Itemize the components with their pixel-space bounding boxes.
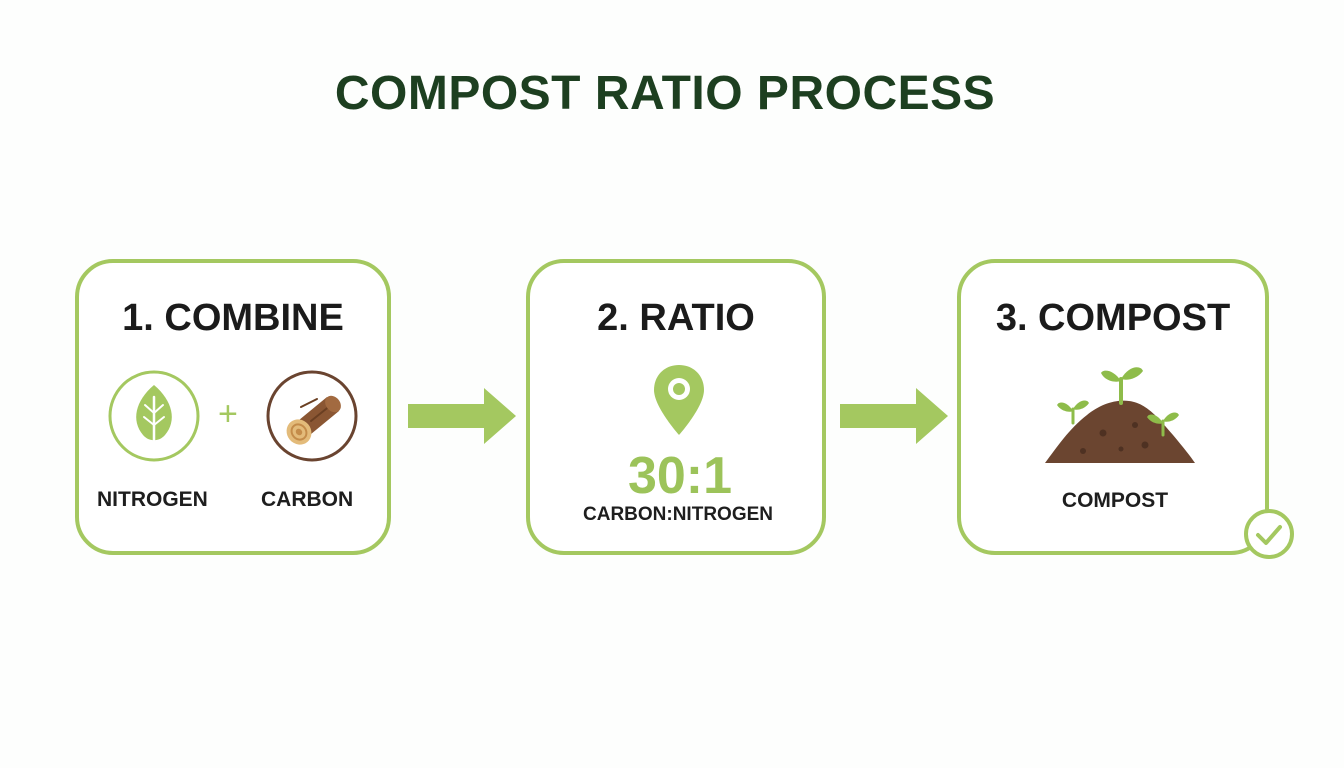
ratio-value: 30:1 — [627, 447, 733, 505]
step-title-ratio: 2. RATIO — [597, 297, 755, 339]
check-circle-icon — [1244, 509, 1294, 559]
nitrogen-label: NITROGEN — [97, 488, 208, 511]
soil-sprout-icon — [1045, 367, 1195, 463]
step-title-combine: 1. COMBINE — [122, 297, 344, 339]
plus-operator: + — [218, 395, 238, 433]
arrow-right-icon — [408, 388, 516, 444]
step-card-ratio: 2. RATIO 30:1 CARBON:NITROGEN — [526, 259, 826, 555]
step-card-compost: 3. COMPOST COMPOST — [957, 259, 1269, 555]
step-card-combine: 1. COMBINE + NITROGEN CARBON — [75, 259, 391, 555]
location-pin-icon — [654, 365, 704, 435]
arrow-right-icon — [840, 388, 948, 444]
log-icon — [266, 370, 358, 462]
compost-caption: COMPOST — [1061, 489, 1169, 512]
page-title: COMPOST RATIO PROCESS — [334, 67, 996, 120]
carbon-label: CARBON — [261, 488, 354, 511]
leaf-icon — [108, 370, 200, 462]
ratio-caption: CARBON:NITROGEN — [583, 504, 773, 525]
step-title-compost: 3. COMPOST — [995, 297, 1231, 339]
